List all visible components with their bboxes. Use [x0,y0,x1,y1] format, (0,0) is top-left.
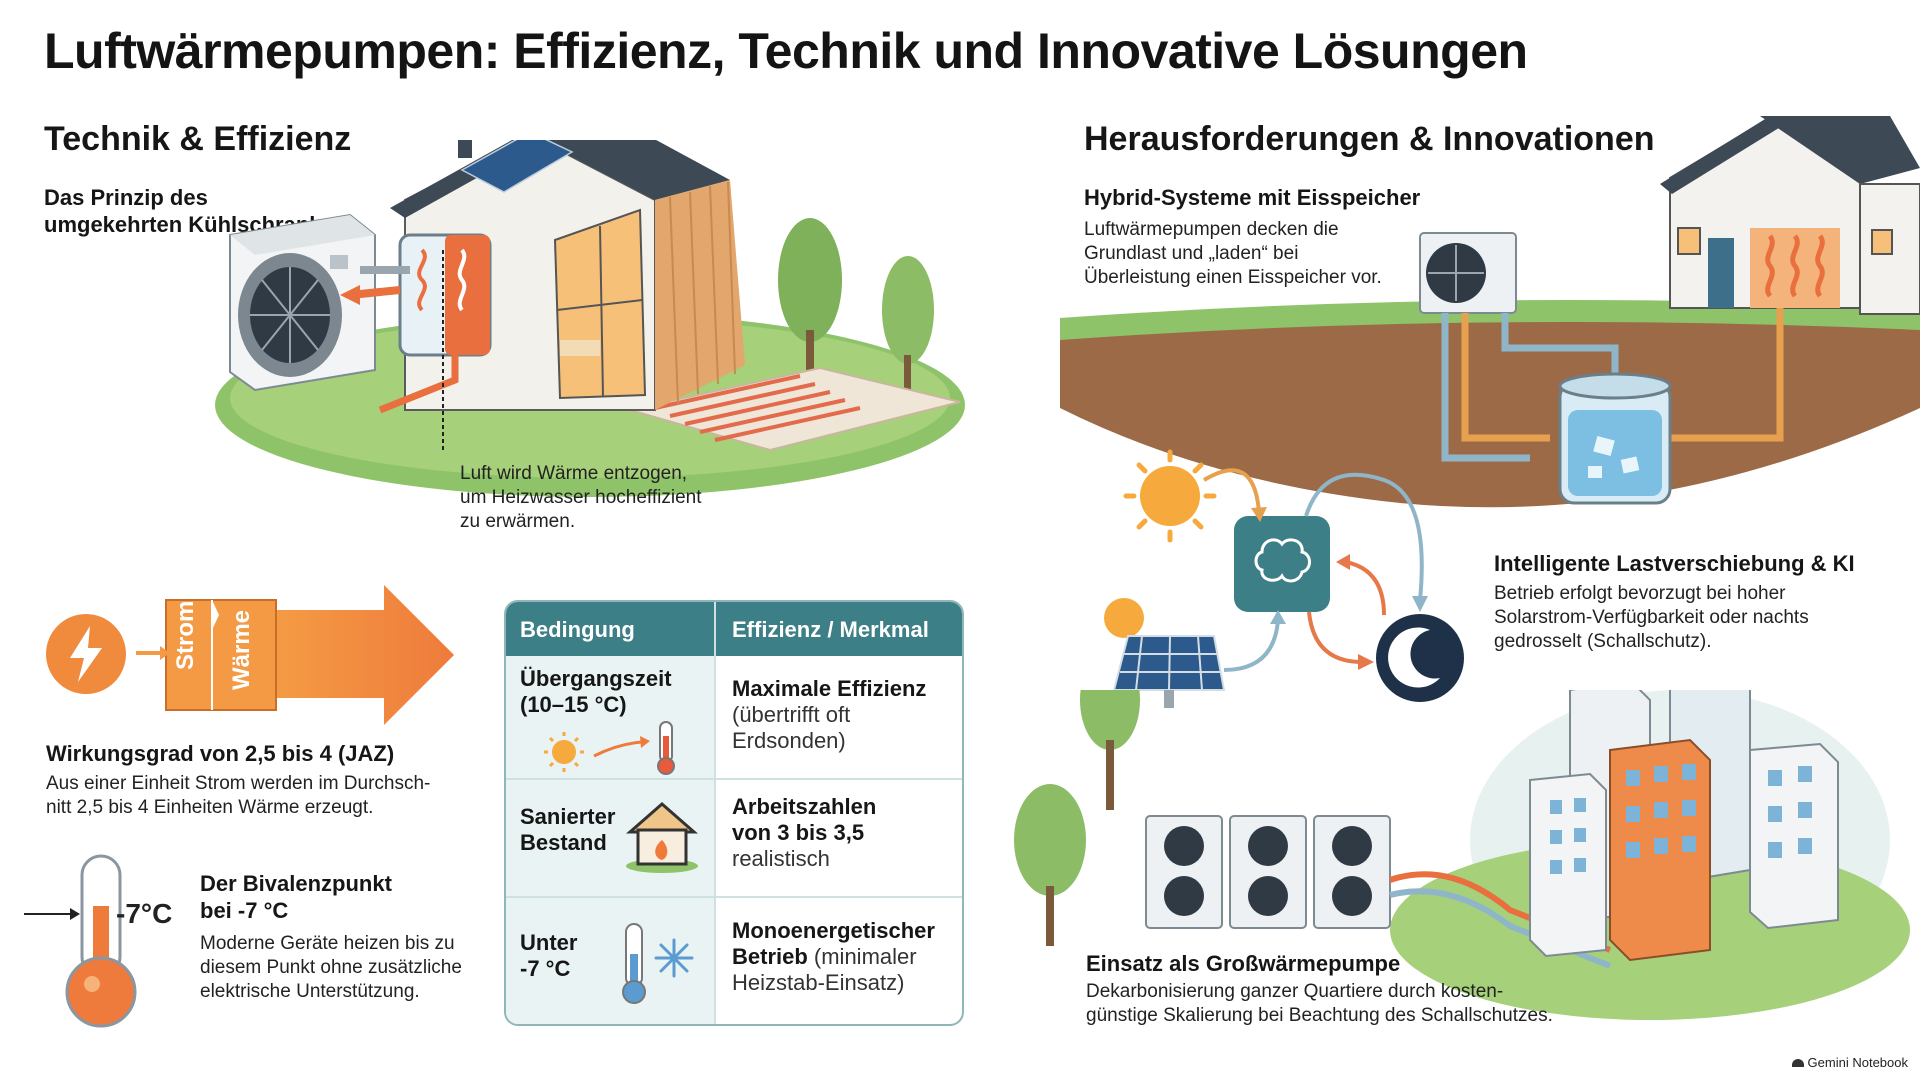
section-heading-innovationen: Herausforderungen & Innovationen [1084,120,1655,158]
ki-title: Intelligente Lastverschiebung & KI [1494,551,1855,576]
table-row-condition: Sanierter Bestand [520,804,616,855]
bivalent-text: Moderne Geräte heizen bis zu diesem Punk… [200,933,462,1002]
ki-text: Betrieb erfolgt bevorzugt bei hoher Sola… [1494,583,1809,652]
bivalent-temp-label: -7°C [116,898,173,929]
energy-conversion-arrow [136,585,454,725]
efficiency-text: Aus einer Einheit Strom werden im Durchs… [46,773,431,818]
table-header-condition: Bedingung [520,617,635,642]
table-row-effect: Maximale Effizienz (übertrifft oft Erdso… [732,676,927,753]
smart-load-illustration [1104,449,1464,708]
renovated-house-icon [626,802,698,873]
house-heatpump-illustration [215,140,965,497]
sun-thermometer-icon [544,721,675,775]
hybrid-text: Luftwärmepumpen decken die Grundlast und… [1084,219,1382,288]
table-row-effect: Monoenergetischer Betrieb (minimaler Hei… [732,918,935,995]
arrow-label-waerme: Wärme [228,609,255,690]
arrow-label-strom: Strom [172,600,199,670]
gross-text: Dekarbonisierung ganzer Quartiere durch … [1086,981,1553,1026]
hybrid-title: Hybrid-Systeme mit Eisspeicher [1084,185,1421,210]
conditions-table: Bedingung Effizienz / Merkmal Übergangsz… [504,600,964,1026]
table-header-efficiency: Effizienz / Merkmal [732,617,929,642]
bivalent-title: Der Bivalenzpunkt bei -7 °C [200,871,392,923]
gross-title: Einsatz als Großwärmepumpe [1086,951,1401,976]
section-heading-technik: Technik & Effizienz [44,120,352,158]
ice-storage-illustration [1060,116,1920,508]
thermometer-icon [24,854,137,1028]
brand-icon [1791,1059,1804,1067]
brand-footer: Gemini Notebook [1791,1055,1908,1070]
table-header: Bedingung Effizienz / Merkmal [506,602,962,656]
efficiency-title: Wirkungsgrad von 2,5 bis 4 (JAZ) [46,741,395,766]
table-row-condition: Übergangszeit (10–15 °C) [520,666,672,717]
lightning-icon [46,614,126,694]
principle-caption: Luft wird Wärme entzogen, um Heizwasser … [460,463,702,532]
table-row-condition: Unter -7 °C [520,930,578,981]
page-title: Luftwärmepumpen: Effizienz, Technik und … [44,23,1528,79]
district-heatpump-illustration [1014,690,1910,1020]
cold-thermometer-icon [622,923,694,1004]
